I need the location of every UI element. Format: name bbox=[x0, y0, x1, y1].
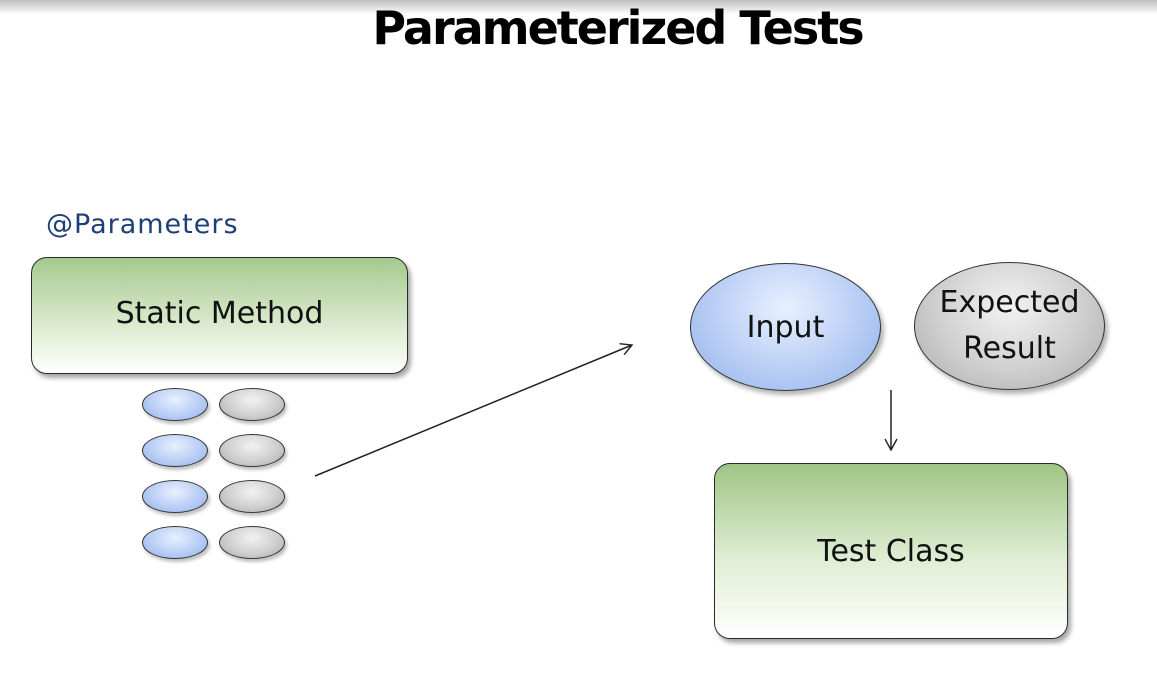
expected-result-line1: Expected bbox=[939, 285, 1080, 320]
top-shade bbox=[0, 0, 1157, 14]
expected-result-ellipse: Expected Result bbox=[914, 262, 1105, 390]
parameter-input-ellipse bbox=[142, 480, 208, 513]
parameter-input-ellipse bbox=[142, 434, 208, 467]
expected-result-line2: Result bbox=[963, 331, 1056, 366]
parameter-expected-ellipse bbox=[219, 388, 285, 421]
input-ellipse: Input bbox=[690, 263, 881, 391]
test-class-box: Test Class bbox=[714, 463, 1068, 639]
parameter-expected-ellipse bbox=[219, 526, 285, 559]
input-label: Input bbox=[746, 309, 825, 345]
static-method-box: Static Method bbox=[31, 257, 408, 374]
test-class-label: Test Class bbox=[817, 533, 965, 569]
parameter-expected-ellipse bbox=[219, 480, 285, 513]
parameter-expected-ellipse bbox=[219, 434, 285, 467]
parameter-input-ellipse bbox=[142, 526, 208, 559]
parameters-annotation: @Parameters bbox=[46, 209, 239, 240]
slide-title: Parameterized Tests bbox=[372, 1, 864, 55]
parameter-input-ellipse bbox=[142, 388, 208, 421]
static-method-label: Static Method bbox=[115, 296, 324, 331]
